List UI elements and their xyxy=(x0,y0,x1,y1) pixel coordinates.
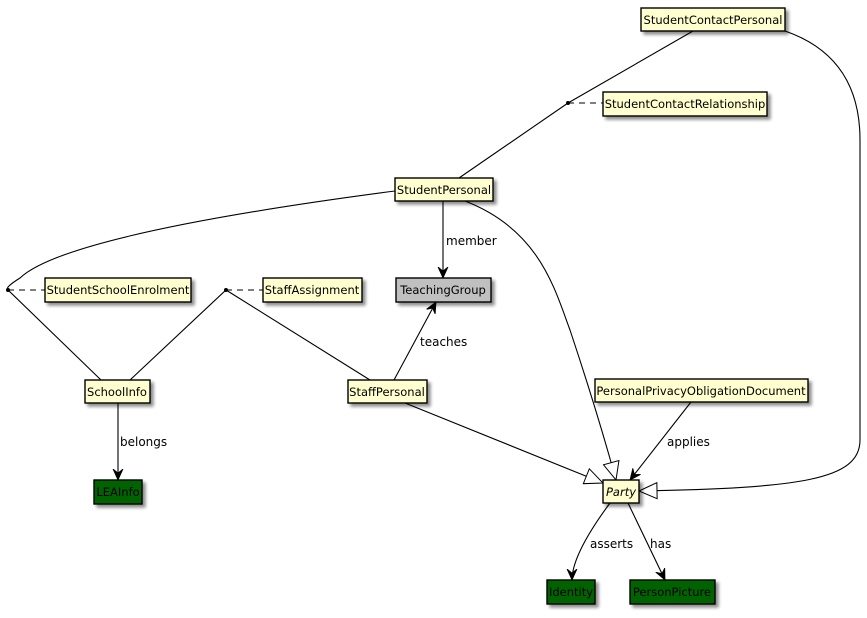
node-label: StudentContactPersonal xyxy=(644,13,783,27)
edge-label-teaches: teaches xyxy=(420,335,467,349)
node-label: StudentPersonal xyxy=(397,183,491,197)
node-label: Party xyxy=(606,485,636,499)
edge-labels: member teaches belongs applies asserts h… xyxy=(120,234,710,551)
node-student-school-enrolment[interactable]: StudentSchoolEnrolment xyxy=(44,277,192,303)
edge-studentcontactpersonal-party xyxy=(639,30,861,491)
node-student-contact-personal[interactable]: StudentContactPersonal xyxy=(640,7,786,32)
node-school-info[interactable]: SchoolInfo xyxy=(84,379,151,404)
edge-applies xyxy=(630,401,692,480)
edges xyxy=(6,30,861,580)
node-label: TeachingGroup xyxy=(399,283,486,297)
node-lea-info[interactable]: LEAInfo xyxy=(93,479,143,505)
edge-label-applies: applies xyxy=(667,435,710,449)
node-student-personal[interactable]: StudentPersonal xyxy=(394,177,494,202)
node-staff-personal[interactable]: StaffPersonal xyxy=(347,379,428,404)
node-label: StaffAssignment xyxy=(265,283,360,297)
node-label: StudentSchoolEnrolment xyxy=(47,283,190,297)
edge-label-member: member xyxy=(446,234,497,248)
edge-has xyxy=(627,502,666,580)
node-identity[interactable]: Identity xyxy=(546,579,596,605)
node-staff-assignment[interactable]: StaffAssignment xyxy=(262,277,363,303)
edge-staffpersonal-party xyxy=(404,402,603,483)
node-student-contact-relationship[interactable]: StudentContactRelationship xyxy=(602,91,768,117)
edge-label-belongs: belongs xyxy=(120,435,167,449)
edge-schoolinfo-staffpersonal xyxy=(129,289,371,381)
node-label: PersonPicture xyxy=(633,585,711,599)
node-teaching-group[interactable]: TeachingGroup xyxy=(395,277,492,303)
edge-label-has: has xyxy=(650,537,671,551)
edge-label-asserts: asserts xyxy=(590,537,633,551)
edge-asserts xyxy=(572,502,611,580)
node-label: PersonalPrivacyObligationDocument xyxy=(596,384,806,398)
edge-studentpersonal-party xyxy=(464,200,616,480)
node-person-picture[interactable]: PersonPicture xyxy=(629,579,716,605)
node-label: StaffPersonal xyxy=(349,385,425,399)
edge-teaches xyxy=(393,302,437,381)
node-personal-privacy-obligation-document[interactable]: PersonalPrivacyObligationDocument xyxy=(594,378,809,403)
node-label: LEAInfo xyxy=(96,485,139,499)
nodes: StudentContactPersonal StudentContactRel… xyxy=(44,7,809,605)
node-label: Identity xyxy=(549,585,593,599)
node-label: StudentContactRelationship xyxy=(605,97,766,111)
edge-studentpersonal-schoolinfo xyxy=(6,190,396,381)
node-label: SchoolInfo xyxy=(87,385,147,399)
node-party[interactable]: Party xyxy=(602,479,640,504)
